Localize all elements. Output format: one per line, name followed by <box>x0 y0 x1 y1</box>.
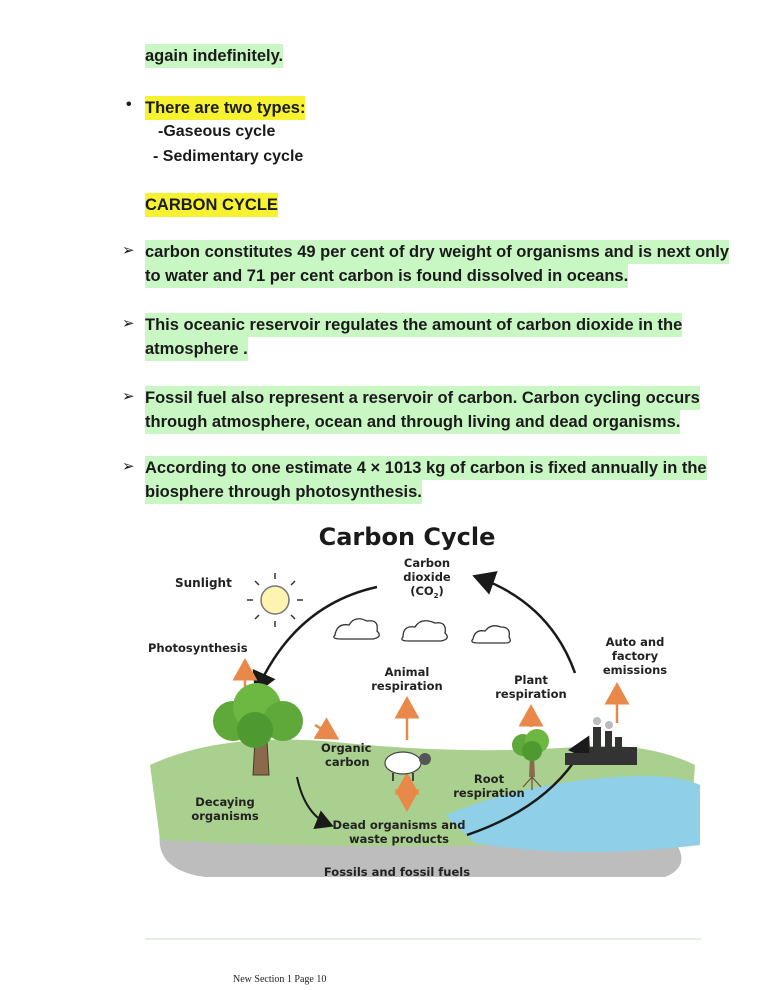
point-1-line-1: carbon constitutes 49 per cent of dry we… <box>145 240 730 264</box>
small-tree-icon <box>512 729 549 790</box>
organic-carbon-label-1: Organic <box>321 741 372 755</box>
animal-respiration-label-1: Animal <box>385 665 430 679</box>
point-2-line-1: This oceanic reservoir regulates the amo… <box>145 313 683 337</box>
sunlight-label: Sunlight <box>175 576 232 590</box>
organic-carbon-arrow <box>313 717 340 740</box>
water <box>445 776 700 853</box>
photosynthesis-label: Photosynthesis <box>148 641 248 655</box>
cloud-icon <box>333 618 380 640</box>
types-heading: There are two types: <box>145 96 306 120</box>
cloud-icon <box>471 625 511 644</box>
point-3-line-2: through atmosphere, ocean and through li… <box>145 410 681 434</box>
decay-arrow <box>296 776 334 830</box>
sun-icon <box>247 573 303 627</box>
factory-icon <box>565 717 637 765</box>
auto-emissions-label-1: Auto and <box>606 635 665 649</box>
organic-carbon-label-2: carbon <box>325 755 370 769</box>
cycle-arrow-right <box>472 571 577 674</box>
sheep-icon <box>384 751 431 781</box>
fossils-label: Fossils and fossil fuels <box>324 865 470 879</box>
divider <box>145 938 701 940</box>
bullet-arrow-icon: ➢ <box>122 457 135 475</box>
point-1-line-2: to water and 71 per cent carbon is found… <box>145 264 629 288</box>
cycle-arrow-left <box>252 585 378 695</box>
co2-label-line1: Carbon <box>404 556 450 570</box>
cloud-icon <box>401 620 448 642</box>
diagram-title: Carbon Cycle <box>319 523 496 551</box>
point-4-line-2: biosphere through photosynthesis. <box>145 480 422 504</box>
dead-organisms-label-1: Dead organisms and <box>333 818 466 832</box>
root-respiration-label-1: Root <box>474 772 505 786</box>
point-2-line-2: atmosphere . <box>145 337 248 361</box>
decaying-organisms-label-1: Decaying <box>195 795 254 809</box>
bullet-arrow-icon: ➢ <box>122 387 135 405</box>
type-sedimentary: - Sedimentary cycle <box>153 148 304 165</box>
point-3-line-1: Fossil fuel also represent a reservoir o… <box>145 386 700 410</box>
root-respiration-label-2: respiration <box>453 786 524 800</box>
page-footer: New Section 1 Page 10 <box>233 974 327 985</box>
animal-respiration-label-2: respiration <box>371 679 442 693</box>
auto-emissions-label-3: emissions <box>603 663 667 677</box>
type-gaseous: -Gaseous cycle <box>158 123 276 140</box>
plant-respiration-label-2: respiration <box>495 687 566 701</box>
carbon-cycle-diagram: Carbon Cycle Sunlight Carbon dioxide (CO… <box>148 523 700 879</box>
decaying-organisms-label-2: organisms <box>191 809 259 823</box>
continuation-text: again indefinitely. <box>145 44 284 68</box>
section-title: CARBON CYCLE <box>145 193 278 217</box>
auto-emissions-label-2: factory <box>612 649 659 663</box>
tree-icon <box>213 683 303 776</box>
bullet-dot: • <box>126 96 132 113</box>
bullet-arrow-icon: ➢ <box>122 241 135 259</box>
point-4-line-1: According to one estimate 4 × 1013 kg of… <box>145 456 707 480</box>
co2-label-line2: dioxide <box>403 570 451 584</box>
plant-respiration-label-1: Plant <box>514 673 548 687</box>
dead-organisms-label-2: waste products <box>349 832 449 846</box>
bullet-arrow-icon: ➢ <box>122 314 135 332</box>
co2-label-line3: (CO2) <box>410 584 444 600</box>
